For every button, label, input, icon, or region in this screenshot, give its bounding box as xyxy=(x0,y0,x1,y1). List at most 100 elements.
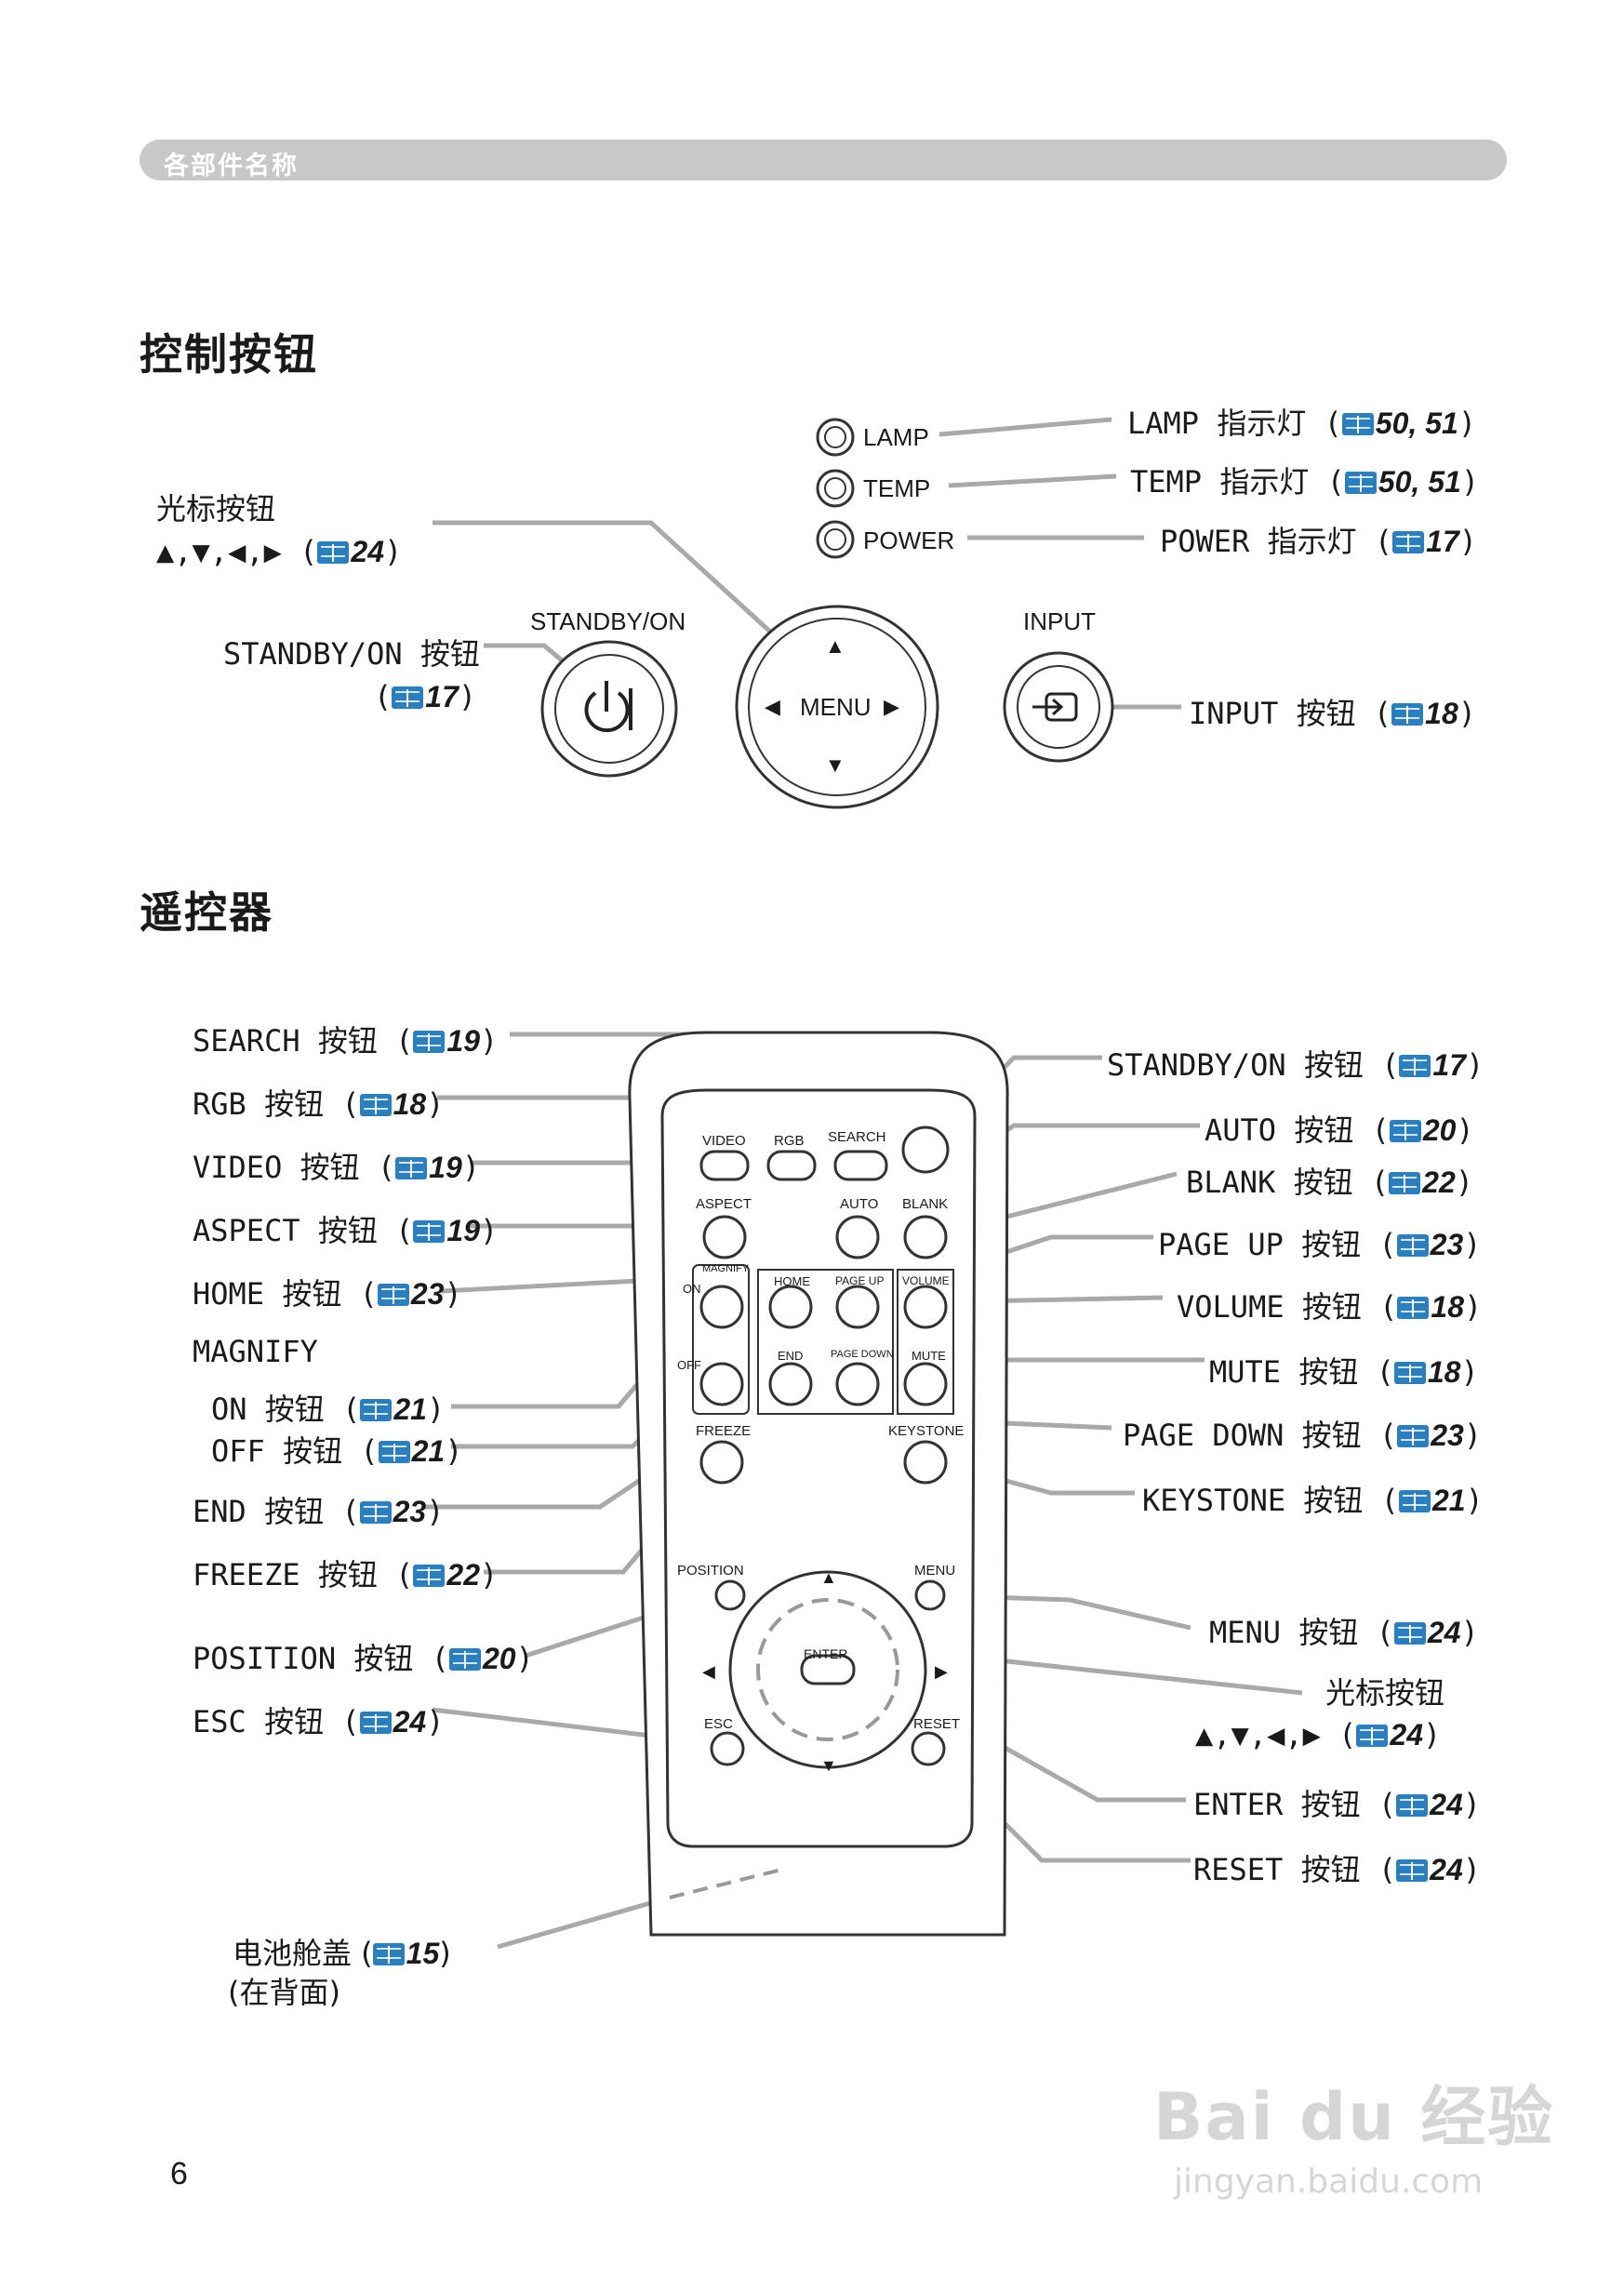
book-icon xyxy=(392,686,424,709)
header-title: 各部件名称 xyxy=(164,152,299,180)
book-icon xyxy=(360,1399,393,1421)
remote-blank-label: BLANK xyxy=(902,1196,949,1212)
control-leaders xyxy=(433,417,1181,710)
remote-on-label: ON xyxy=(683,1282,701,1296)
callout-volume: VOLUME 按钮 (18) xyxy=(1177,1289,1483,1325)
control-section-title: 控制按钮 xyxy=(140,329,318,380)
book-icon xyxy=(377,1284,409,1306)
remote-standby-shape xyxy=(901,1126,950,1174)
device-down-arrow: ▼ xyxy=(825,753,845,777)
device-left-arrow: ◀ xyxy=(765,695,780,718)
book-icon xyxy=(1391,703,1424,726)
watermark: Bai du 经验 jingyan.baidu.com xyxy=(1153,2065,1554,2201)
remote-right-arrow: ▶ xyxy=(935,1662,948,1681)
callout-page-down: PAGE DOWN 按钮 (23) xyxy=(1123,1418,1483,1453)
callout-lamp: LAMP 指示灯 (50, 51) xyxy=(1127,406,1477,441)
callout-auto: AUTO 按钮 (20) xyxy=(1205,1112,1474,1148)
remote-page-down-label: PAGE DOWN xyxy=(831,1349,894,1360)
callout-standby: STANDBY/ON 按钮 xyxy=(223,636,480,672)
book-icon xyxy=(1398,1490,1431,1512)
callout-home: HOME 按钮 (23) xyxy=(193,1276,462,1312)
callout-end: END 按钮 (23) xyxy=(193,1494,445,1529)
book-icon xyxy=(359,1712,392,1734)
remote-home-label: HOME xyxy=(774,1274,810,1288)
search-button-shape xyxy=(833,1150,888,1181)
remote-enter-label: ENTER xyxy=(804,1646,848,1661)
callout-reset: RESET 按钮 (24) xyxy=(1193,1852,1481,1887)
book-icon xyxy=(1396,1859,1429,1882)
callout-input: INPUT 按钮 (18) xyxy=(1189,696,1476,731)
book-icon xyxy=(1341,413,1374,435)
callout-battery: 电池舱盖 (15) xyxy=(233,1936,451,1971)
remote-freeze-label: FREEZE xyxy=(696,1423,752,1439)
callout-battery-note: (在背面) xyxy=(228,1975,340,2010)
device-standby-label: STANDBY/ON xyxy=(530,607,686,635)
book-icon xyxy=(395,1157,428,1179)
device-power-label: POWER xyxy=(863,526,955,554)
remote-end-label: END xyxy=(778,1349,804,1363)
callout-keystone: KEYSTONE 按钮 (21) xyxy=(1142,1483,1484,1518)
callout-rgb: RGB 按钮 (18) xyxy=(193,1086,445,1122)
callout-temp: TEMP 指示灯 (50, 51) xyxy=(1130,464,1480,500)
book-icon xyxy=(413,1565,446,1587)
callout-cursor-arrows: ▲,▼,◀,▶ (24) xyxy=(156,534,403,569)
remote-magnify-label: MAGNIFY xyxy=(702,1263,750,1274)
book-icon xyxy=(1399,1055,1431,1077)
callout-freeze: FREEZE 按钮 (22) xyxy=(193,1557,499,1592)
remote-off-label: OFF xyxy=(677,1358,701,1372)
watermark-url: jingyan.baidu.com xyxy=(1174,2163,1484,2201)
remote-position-label: POSITION xyxy=(677,1563,744,1579)
leader-temp xyxy=(948,473,1117,488)
callout-mute: MUTE 按钮 (18) xyxy=(1209,1354,1479,1390)
device-right-arrow: ▶ xyxy=(884,695,899,718)
book-icon xyxy=(372,1943,405,1965)
device-menu-label: MENU xyxy=(800,693,872,721)
remote-page-up-label: PAGE UP xyxy=(835,1274,885,1287)
remote-esc-label: ESC xyxy=(704,1716,733,1732)
book-icon xyxy=(1396,1794,1429,1817)
callout-magnify: MAGNIFY xyxy=(193,1334,318,1369)
remote-left-arrow: ◀ xyxy=(702,1662,715,1681)
callout-esc: ESC 按钮 (24) xyxy=(193,1704,445,1739)
remote-keystone-label: KEYSTONE xyxy=(888,1423,965,1439)
leader-battery xyxy=(497,1895,671,1950)
book-icon xyxy=(1389,1172,1421,1194)
callout-page-up: PAGE UP 按钮 (23) xyxy=(1158,1227,1482,1262)
book-icon xyxy=(1356,1725,1389,1747)
leader-cursor xyxy=(433,520,783,644)
book-icon xyxy=(378,1441,410,1463)
leader-lamp xyxy=(938,417,1112,437)
callout-cursor-title: 光标按钮 xyxy=(156,491,276,526)
callout-cursor-remote-arrows: ▲,▼,◀,▶ (24) xyxy=(1195,1717,1442,1752)
callout-standby-ref: (17) xyxy=(374,679,477,714)
menu-cursor-drawing xyxy=(735,605,939,809)
remote-auto-label: AUTO xyxy=(840,1196,879,1212)
book-icon xyxy=(448,1648,481,1671)
book-icon xyxy=(359,1501,392,1524)
device-input-label: INPUT xyxy=(1023,607,1096,635)
book-icon xyxy=(317,541,350,564)
remote-search-label: SEARCH xyxy=(828,1129,886,1145)
device-lamp-label: LAMP xyxy=(863,423,929,451)
callout-enter: ENTER 按钮 (24) xyxy=(1193,1787,1481,1822)
power-icon xyxy=(584,691,630,733)
book-icon xyxy=(413,1031,446,1053)
remote-reset-label: RESET xyxy=(913,1716,961,1732)
device-temp-label: TEMP xyxy=(863,474,931,502)
remote-section-title: 遥控器 xyxy=(140,887,273,938)
remote-body-drawing xyxy=(628,1031,1009,1937)
indicator-lamps xyxy=(816,418,855,559)
video-button-shape xyxy=(699,1150,750,1181)
callout-off: OFF 按钮 (21) xyxy=(211,1433,463,1469)
book-icon xyxy=(359,1094,392,1116)
callout-cursor-remote-title: 光标按钮 xyxy=(1325,1675,1445,1711)
remote-rgb-label: RGB xyxy=(774,1133,805,1149)
header-bar xyxy=(140,140,1507,180)
callout-video: VIDEO 按钮 (19) xyxy=(193,1150,480,1185)
enter-button-shape xyxy=(800,1654,856,1685)
callout-position: POSITION 按钮 (20) xyxy=(193,1641,534,1676)
book-icon xyxy=(1344,472,1377,494)
book-icon xyxy=(413,1220,446,1243)
remote-mute-label: MUTE xyxy=(912,1349,946,1363)
